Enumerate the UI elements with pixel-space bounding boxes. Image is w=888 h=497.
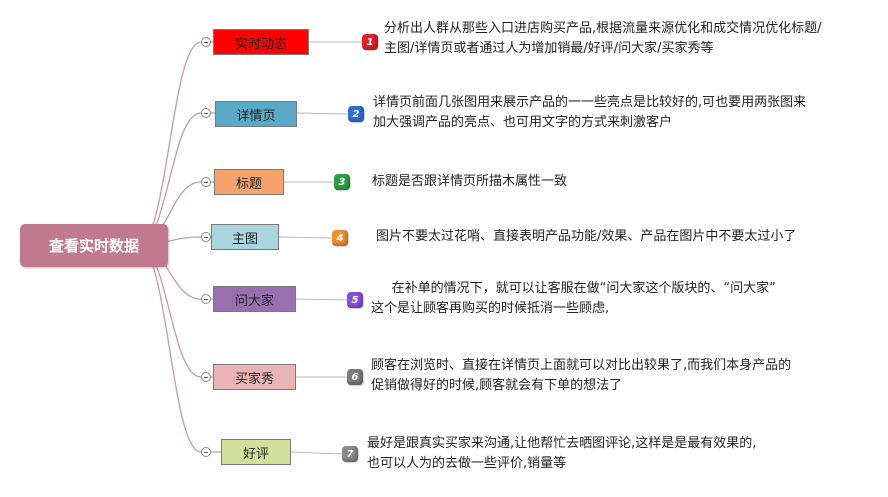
- branch-note: 顾客在浏览时、直接在详情页上面就可以对比出较果了,而我们本身产品的促销做得好的时…: [371, 356, 791, 396]
- branch-note-line: 顾客在浏览时、直接在详情页上面就可以对比出较果了,而我们本身产品的: [371, 358, 792, 373]
- branch-note-line: 在补单的情况下，就可以让客服在做“问大家这个版块的、“问大家”: [371, 281, 776, 296]
- branch-note-line: 主图/详情页或者通过人为增加销最/好评/问大家/买家秀等: [384, 41, 714, 56]
- priority-badge-icon: 2: [348, 106, 364, 122]
- branch-collapse-toggle[interactable]: [201, 177, 211, 187]
- branch-note-line: 最好是跟真实买家来沟通,让他帮忙去晒图评论,这样是是最有效果的,: [367, 436, 757, 451]
- priority-badge-icon: 5: [347, 292, 363, 308]
- branch-note: 详情页前面几张图用来展示产品的一一些亮点是比较好的,可也要用两张图来加大强调产品…: [373, 93, 806, 133]
- priority-badge-icon: 3: [334, 174, 350, 190]
- branch-topic-5[interactable]: 问大家: [213, 286, 296, 312]
- connector-note-4: [278, 236, 333, 239]
- branch-topic-7[interactable]: 好评: [221, 439, 291, 465]
- branch-collapse-toggle[interactable]: [201, 232, 211, 242]
- branch-topic-label: 详情页: [236, 108, 276, 124]
- branch-note-line: 也可以人为的去做一些评价,销量等: [367, 456, 567, 471]
- connector-note-2: [296, 112, 349, 115]
- branch-topic-1[interactable]: 实时动态: [213, 29, 309, 55]
- branch-note-line: 加大强调产品的亮点、也可用文字的方式来刺激客户: [373, 115, 673, 130]
- branch-note: 最好是跟真实买家来沟通,让他帮忙去晒图评论,这样是是最有效果的, 也可以人为的去做…: [367, 434, 756, 474]
- branch-note-line: 详情页前面几张图用来展示产品的一一些亮点是比较好的,可也要用两张图来: [373, 95, 807, 110]
- branch-note: 在补单的情况下，就可以让客服在做“问大家这个版块的、“问大家” 这个是让顾客再购买…: [371, 279, 776, 319]
- priority-badge-icon: 4: [332, 230, 348, 246]
- connector-root-to-branch-7: [137, 244, 202, 453]
- branch-note-line: 促销做得好的时候,顾客就会有下单的想法了: [371, 378, 623, 393]
- branch-topic-label: 问大家: [234, 293, 274, 309]
- branch-collapse-toggle[interactable]: [201, 447, 211, 457]
- priority-badge-icon: 1: [362, 34, 378, 50]
- branch-topic-label: 好评: [242, 446, 269, 462]
- branch-topic-4[interactable]: 主图: [211, 224, 279, 250]
- branch-collapse-toggle[interactable]: [201, 37, 211, 47]
- connector-note-5: [295, 298, 348, 301]
- branch-note: 图片不要太过花哨、直接表明产品功能/效果、产品在图片中不要太过小了: [376, 227, 796, 247]
- branch-collapse-toggle[interactable]: [201, 372, 211, 382]
- root-topic[interactable]: 查看实时数据: [20, 224, 168, 267]
- root-topic-label: 查看实时数据: [48, 237, 139, 255]
- branch-note-line: 分析出人群从那些入口进店购买产品,根据流量来源优化和成交情况优化标题/: [384, 21, 822, 36]
- branch-note-line: 标题是否跟详情页所描木属性一致: [372, 174, 568, 189]
- connector-note-7: [290, 451, 343, 455]
- branch-topic-6[interactable]: 买家秀: [213, 364, 296, 390]
- branch-topic-3[interactable]: 标题: [214, 169, 284, 195]
- branch-collapse-toggle[interactable]: [201, 294, 211, 304]
- priority-badge-icon: 6: [347, 369, 363, 385]
- branch-note: 分析出人群从那些入口进店购买产品,根据流量来源优化和成交情况优化标题/主图/详情…: [384, 19, 822, 59]
- branch-topic-label: 标题: [235, 176, 262, 192]
- branch-topic-label: 主图: [231, 231, 258, 247]
- branch-topic-2[interactable]: 详情页: [215, 101, 297, 127]
- branch-collapse-toggle[interactable]: [201, 108, 211, 118]
- branch-note: 标题是否跟详情页所描木属性一致: [372, 172, 567, 192]
- branch-topic-label: 实时动态: [234, 36, 287, 52]
- branch-note-line: 这个是让顾客再购买的时候抵消一些顾虑,: [371, 301, 610, 316]
- priority-badge-icon: 7: [342, 446, 358, 462]
- branch-note-line: 图片不要太过花哨、直接表明产品功能/效果、产品在图片中不要太过小了: [376, 229, 797, 244]
- branch-topic-label: 买家秀: [234, 371, 274, 387]
